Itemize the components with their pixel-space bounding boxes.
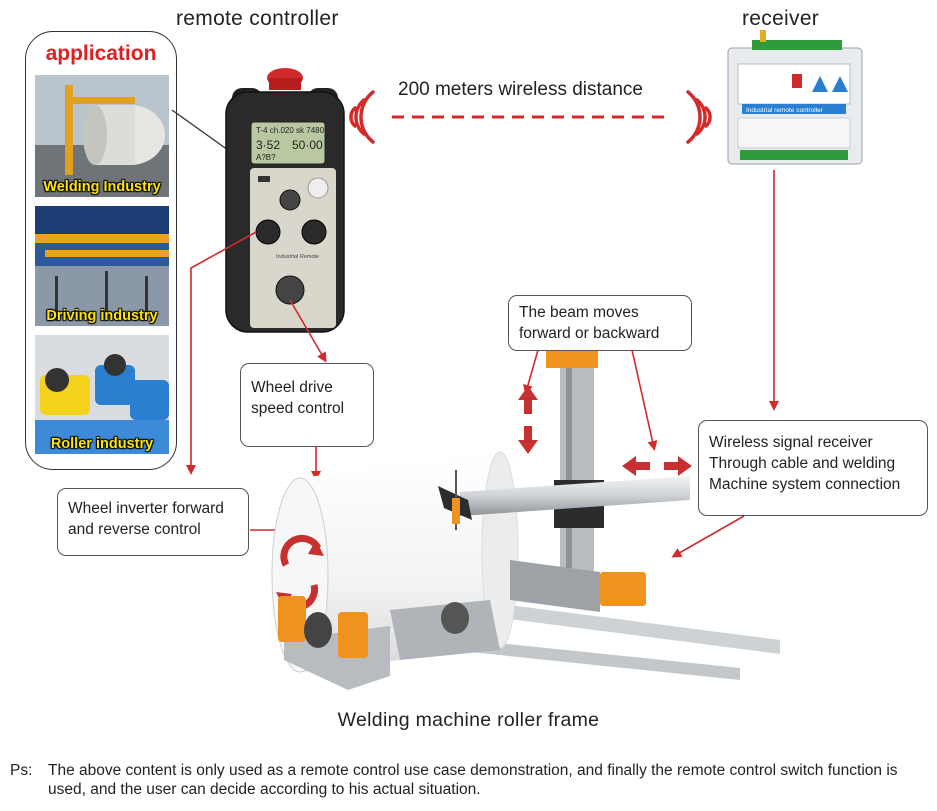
receiver-info-callout: Wireless signal receiver Through cable a… (698, 420, 928, 516)
welding-industry-image: Welding Industry (35, 75, 169, 197)
inverter-control-arrow (186, 231, 257, 475)
speed-control-arrow (289, 299, 327, 363)
welding-machine-illustration (271, 350, 780, 690)
roller-industry-label: Roller industry (50, 436, 154, 452)
application-panel: application Welding Industry Driving ind… (25, 31, 177, 470)
machine-title: Welding machine roller frame (337, 709, 600, 731)
driving-industry-illustration (35, 206, 169, 326)
driving-industry-image: Driving industry (35, 206, 169, 326)
receiver-device-label: Industrial remote controller (746, 107, 824, 114)
application-title: application (45, 42, 157, 65)
beam-horizontal-arrow (631, 349, 658, 451)
panel-pointer-line (171, 109, 229, 151)
footnote-prefix: Ps: (10, 762, 33, 779)
remote-sub-label: Industrial Remote (276, 254, 319, 260)
beam-movement-callout: The beam moves forward or backward (508, 295, 692, 351)
beam-vertical-arrow (523, 349, 539, 395)
remote-display-line3: A?B? (256, 153, 276, 162)
welding-industry-label: Welding Industry (43, 179, 161, 195)
welding-industry-illustration (35, 75, 169, 197)
wireless-distance-label: 200 meters wireless distance (398, 79, 643, 100)
receiver-title: receiver (742, 7, 820, 30)
wheel-drive-callout: Wheel drive speed control (240, 363, 374, 447)
footnote-text: The above content is only used as a remo… (48, 762, 898, 798)
wireless-waves-right (686, 90, 712, 144)
roller-industry-image: Roller industry (35, 335, 169, 454)
remote-controller-title: remote controller (176, 7, 339, 30)
wireless-waves-left (349, 90, 375, 144)
remote-display-line2-left: 3·52 (256, 138, 280, 152)
wheel-inverter-callout: Wheel inverter forward and reverse contr… (57, 488, 249, 556)
remote-display-line1: T-4 ch.020 sk 7480 (256, 126, 325, 135)
remote-controller-device: T-4 ch.020 sk 7480 3·52 50·00 A?B? Indus… (225, 68, 345, 333)
driving-industry-label: Driving industry (46, 308, 158, 324)
receiver-device: Industrial remote controller (727, 30, 863, 165)
remote-display-line2-right: 50·00 (292, 138, 323, 152)
connection-arrow (671, 515, 745, 558)
roller-industry-illustration (35, 335, 169, 454)
